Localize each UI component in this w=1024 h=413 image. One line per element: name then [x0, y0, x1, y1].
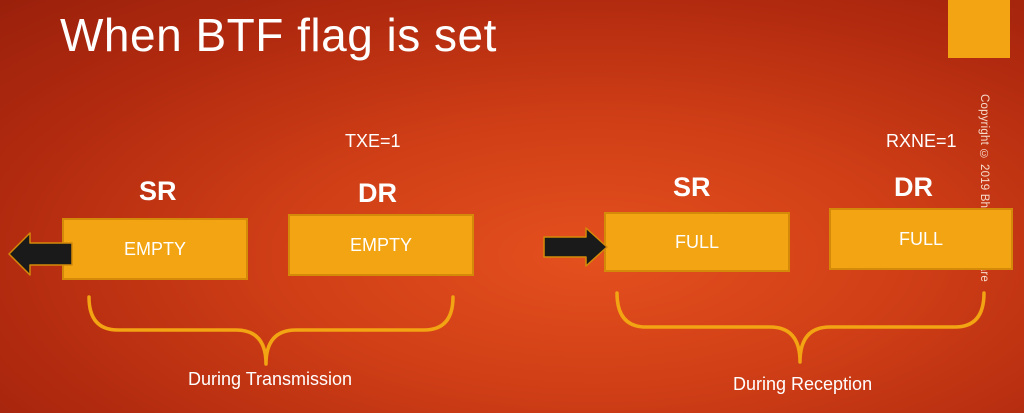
rx-caption: During Reception — [733, 374, 873, 394]
tx-sr-label: SR — [139, 176, 177, 206]
tx-data-register: EMPTY — [288, 214, 474, 276]
tx-sr-state: EMPTY — [123, 238, 186, 259]
arrow-left-icon — [8, 232, 73, 276]
tx-dr-label: DR — [358, 178, 397, 208]
rx-data-register: FULL — [829, 208, 1013, 270]
rx-dr-label: DR — [894, 172, 933, 202]
slide-title: When BTF flag is set — [60, 9, 497, 61]
tx-brace — [87, 295, 455, 366]
rx-brace — [615, 291, 986, 364]
accent-square — [948, 0, 1010, 58]
arrow-right-icon — [543, 227, 608, 267]
rx-dr-state: FULL — [898, 228, 943, 249]
txe-flag-label: TXE=1 — [345, 131, 401, 151]
rx-sr-state: FULL — [674, 231, 719, 252]
tx-dr-state: EMPTY — [349, 234, 412, 255]
tx-caption: During Transmission — [188, 369, 353, 389]
rx-shift-register: FULL — [604, 212, 790, 272]
rx-sr-label: SR — [673, 172, 711, 202]
tx-shift-register: EMPTY — [62, 218, 248, 280]
rxne-flag-label: RXNE=1 — [886, 131, 957, 151]
